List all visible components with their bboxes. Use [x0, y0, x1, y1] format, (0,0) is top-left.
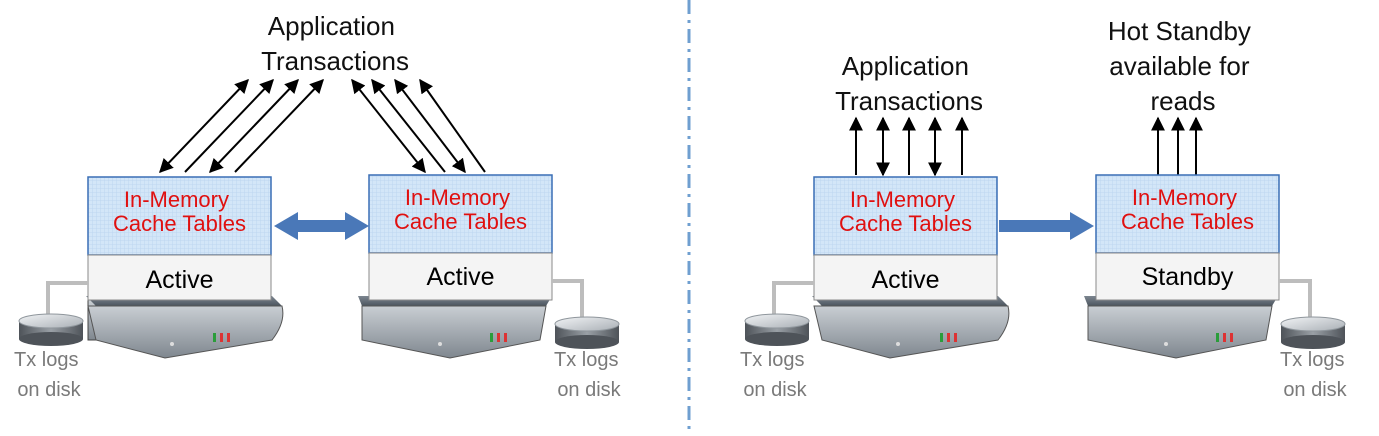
right-read-arrows [1151, 116, 1203, 175]
left-server-a-cache-label: In-Memory Cache Tables [113, 187, 246, 236]
right-disk-a: Tx logs on disk [740, 281, 814, 401]
left-disk-b-label: Tx logs on disk [554, 349, 624, 401]
left-panel: Application Transactions In-Memory Cache [14, 11, 624, 401]
right-server-b-cache [1095, 174, 1280, 254]
right-server-a: In-Memory Cache Tables Active [812, 176, 1010, 359]
left-disk-b: Tx logs on disk [552, 279, 624, 401]
left-server-a-role: Active [145, 266, 213, 294]
right-server-a-cache-label: In-Memory Cache Tables [839, 187, 972, 236]
right-disk-b: Tx logs on disk [1279, 279, 1350, 401]
right-disk-a-label: Tx logs on disk [740, 349, 810, 401]
right-standby-heading: Hot Standby available for reads [1108, 16, 1258, 116]
right-server-b: In-Memory Cache Tables Standby [1084, 174, 1280, 359]
right-panel: Application Transactions Hot Standby ava… [740, 16, 1350, 401]
right-replication-arrow [999, 212, 1094, 240]
right-server-b-role-box [1095, 252, 1280, 301]
left-disk-a-label: Tx logs on disk [14, 349, 84, 401]
right-server-a-role-box [813, 254, 998, 301]
right-heading: Application Transactions [835, 51, 983, 116]
left-server-a-cache [87, 176, 272, 256]
left-server-b-cache-label: In-Memory Cache Tables [394, 185, 527, 234]
right-server-b-cache-label: In-Memory Cache Tables [1121, 185, 1254, 234]
left-heading: Application Transactions [261, 11, 409, 76]
left-replication-arrow [274, 212, 369, 240]
left-server-b: In-Memory Cache Tables Active [358, 174, 553, 359]
left-disk-a: Tx logs on disk [14, 281, 88, 401]
left-server-a-role-box [87, 254, 272, 301]
left-transaction-arrows [159, 78, 486, 174]
right-server-a-role: Active [871, 266, 939, 294]
left-server-b-role-box [368, 252, 553, 301]
right-server-b-role: Standby [1142, 263, 1234, 291]
right-disk-b-label: Tx logs on disk [1280, 349, 1350, 401]
left-server-b-role: Active [426, 263, 494, 291]
right-server-a-cache [813, 176, 998, 256]
right-transaction-arrows [849, 116, 969, 177]
left-server-b-cache [368, 174, 553, 254]
left-server-a: In-Memory Cache Tables Active [86, 176, 284, 359]
